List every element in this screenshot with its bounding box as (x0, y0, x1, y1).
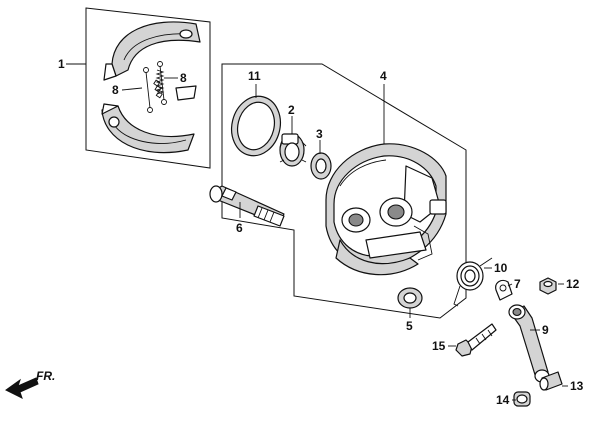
callout-8-left: 8 (112, 83, 119, 97)
callout-13: 13 (570, 379, 584, 393)
front-direction-arrow-icon (5, 377, 39, 399)
brake-panel (325, 143, 447, 276)
dust-seal-ring (231, 95, 281, 157)
joint-pin (513, 391, 531, 407)
brake-shoe-lower (101, 85, 197, 154)
callout-10: 10 (494, 261, 508, 275)
brake-shoe-upper (103, 21, 201, 81)
callout-6: 6 (236, 221, 243, 235)
callout-7: 7 (514, 277, 521, 291)
brake-arm (508, 304, 550, 383)
brake-return-spring (453, 257, 493, 307)
callout-15: 15 (432, 339, 446, 353)
front-direction-marker: FR. (5, 369, 55, 399)
joint-collar (539, 371, 563, 391)
callout-12: 12 (566, 277, 580, 291)
callout-1: 1 (58, 57, 65, 71)
callout-5: 5 (406, 319, 413, 333)
callout-2: 2 (288, 103, 295, 117)
callout-numbers: 1 8 8 11 2 3 4 6 5 10 7 12 9 15 13 14 (58, 57, 584, 407)
callout-3: 3 (316, 127, 323, 141)
brake-shoe-group-frame (85, 7, 211, 169)
front-direction-label: FR. (36, 369, 55, 383)
speedometer-gear (279, 133, 307, 167)
wear-indicator-plate (495, 279, 513, 301)
arm-nut (539, 277, 557, 295)
brake-cam-shaft (209, 185, 285, 227)
felt-seal (397, 287, 423, 309)
washer (310, 152, 332, 180)
callout-11: 11 (248, 69, 261, 83)
arm-bolt (455, 323, 497, 357)
leader-lines (66, 63, 568, 401)
callout-4: 4 (380, 69, 387, 83)
callout-9: 9 (542, 323, 549, 337)
brake-panel-group-frame (221, 63, 467, 319)
shoe-spring-right (155, 61, 167, 105)
shoe-spring-left (143, 67, 163, 113)
callout-8-right: 8 (180, 71, 187, 85)
callout-14: 14 (496, 393, 510, 407)
